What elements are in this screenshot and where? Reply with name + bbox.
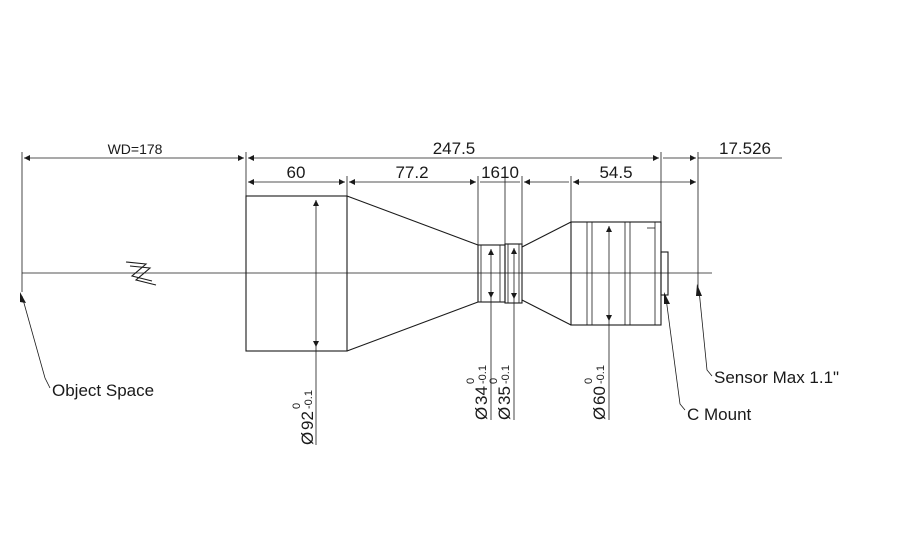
lens-body — [245, 195, 669, 352]
diameter-92: Ø 92 0 -0.1 — [291, 200, 319, 445]
total-length-label: 247.5 — [433, 139, 476, 158]
svg-text:0: 0 — [291, 403, 303, 409]
c-mount-label: C Mount — [687, 405, 752, 424]
svg-text:-0.1: -0.1 — [595, 365, 607, 384]
svg-text:34: 34 — [472, 386, 491, 405]
svg-text:Ø: Ø — [298, 432, 317, 445]
wd-label: WD=178 — [108, 141, 163, 157]
diameter-34: Ø 34 0 -0.1 — [465, 249, 494, 420]
diameter-60: Ø 60 0 -0.1 — [583, 226, 612, 420]
svg-text:Ø: Ø — [590, 407, 609, 420]
seg-front-label: 60 — [287, 163, 306, 182]
c-mount-flange — [660, 251, 669, 296]
axis-break-icon — [125, 261, 153, 282]
seg-taper-label: 77.2 — [395, 163, 428, 182]
ring-34 — [477, 244, 506, 303]
sensor-label: Sensor Max 1.1" — [714, 368, 839, 387]
svg-text:-0.1: -0.1 — [303, 390, 315, 409]
svg-text:60: 60 — [590, 386, 609, 405]
dim-row-second: 60 77.2 1610 54.5 — [248, 163, 696, 185]
svg-text:Ø: Ø — [495, 407, 514, 420]
back-extension-label: 17.526 — [719, 139, 771, 158]
svg-text:0: 0 — [465, 378, 477, 384]
c-mount-callout: C Mount — [664, 292, 752, 424]
sensor-callout: Sensor Max 1.1" — [696, 284, 839, 387]
diameter-35: Ø 35 0 -0.1 — [488, 248, 517, 420]
svg-text:92: 92 — [298, 411, 317, 430]
rear-barrel — [570, 221, 662, 326]
svg-text:Ø: Ø — [472, 407, 491, 420]
ring-35 — [504, 243, 523, 304]
taper-bottom — [346, 301, 479, 352]
object-space-label: Object Space — [52, 381, 154, 400]
svg-text:-0.1: -0.1 — [500, 365, 512, 384]
front-barrel — [245, 195, 348, 352]
svg-text:0: 0 — [583, 378, 595, 384]
svg-text:35: 35 — [495, 386, 514, 405]
seg-small-label: 1610 — [481, 163, 519, 182]
dim-row-top: WD=178 247.5 17.526 — [24, 139, 782, 161]
svg-text:0: 0 — [488, 378, 500, 384]
svg-text:-0.1: -0.1 — [477, 365, 489, 384]
seg-rear-label: 54.5 — [599, 163, 632, 182]
object-space-callout: Object Space — [20, 292, 154, 400]
taper-top — [346, 195, 479, 246]
